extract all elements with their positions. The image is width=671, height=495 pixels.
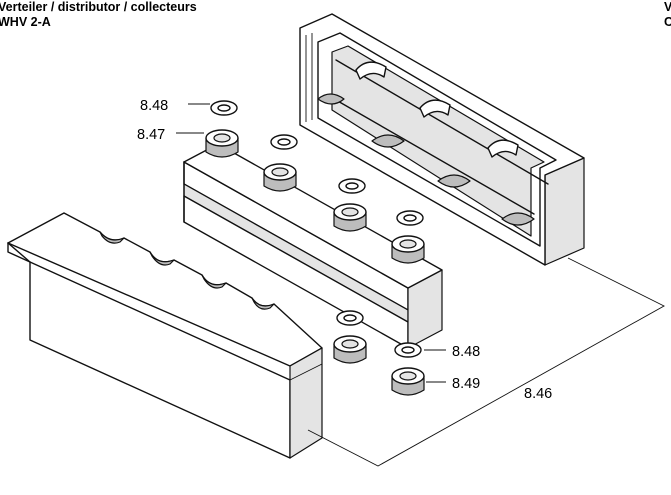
callout-insulation-shell: 8.46 bbox=[524, 386, 552, 402]
rear-insulation-shell bbox=[299, 13, 585, 266]
leader-lines bbox=[176, 103, 665, 467]
lower-connections bbox=[333, 310, 425, 396]
nut-upper-3 bbox=[333, 203, 367, 232]
callout-washer-top: 8.48 bbox=[140, 98, 168, 114]
title-line-1: Verteiler / distributor / collecteurs bbox=[0, 0, 197, 14]
upper-connections bbox=[205, 100, 425, 264]
title-line-2: WHV 2-A bbox=[0, 15, 51, 29]
front-insulation-shell bbox=[7, 212, 323, 459]
edge-text-fragment-1: V bbox=[664, 0, 671, 14]
nut-lower-1 bbox=[333, 335, 367, 364]
callout-washer-bottom: 8.48 bbox=[452, 344, 480, 360]
nut-lower-2 bbox=[391, 367, 425, 396]
edge-text-fragment-2: C bbox=[664, 15, 671, 29]
callout-nut-bottom: 8.49 bbox=[452, 376, 480, 392]
drawing-title: Verteiler / distributor / collecteurs WH… bbox=[0, 0, 197, 30]
nut-upper-4 bbox=[391, 235, 425, 264]
nut-upper-2 bbox=[263, 163, 297, 192]
callout-nut-top: 8.47 bbox=[137, 127, 165, 143]
nut-upper-1 bbox=[205, 129, 239, 158]
